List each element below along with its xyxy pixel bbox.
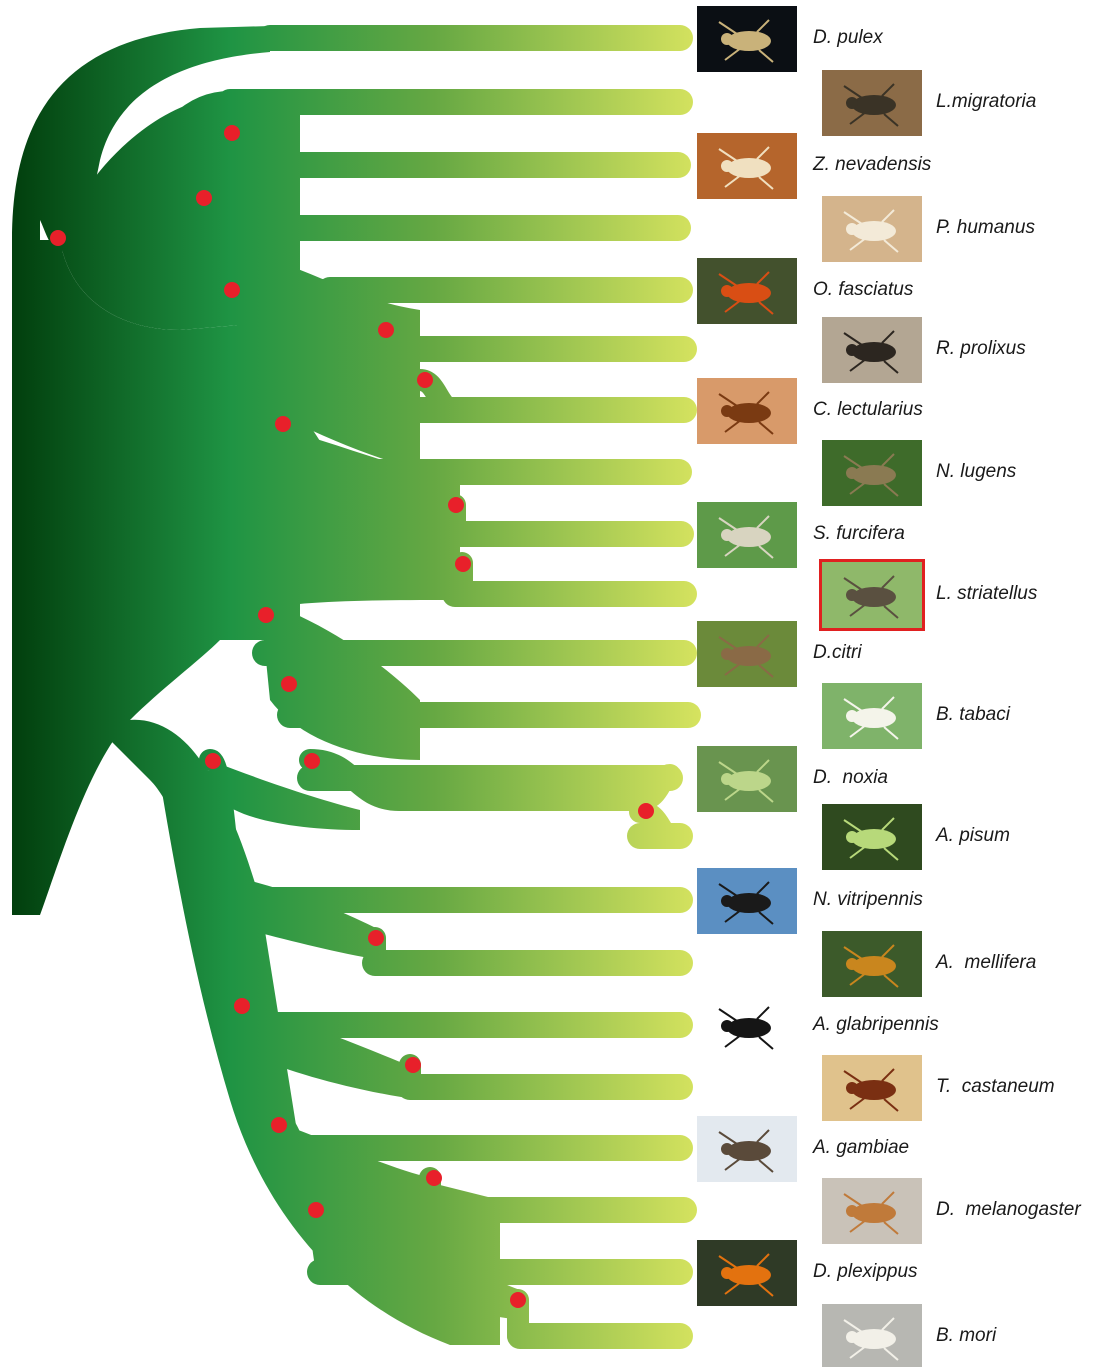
milkweed-bug-icon [697, 258, 797, 324]
species-label: O. fasciatus [813, 280, 913, 299]
node-dot-2 [224, 125, 240, 141]
branch-connector-19 [315, 1210, 330, 1272]
node-dot-13 [205, 753, 221, 769]
longhorn-beetle-icon [697, 993, 797, 1059]
species-label: D. plexippus [813, 1262, 918, 1281]
species-label: R. prolixus [936, 339, 1026, 358]
planthopper-icon [822, 440, 922, 506]
kissing-bug-icon [822, 317, 922, 383]
node-dot-10 [258, 607, 274, 623]
species-label: B. tabaci [936, 705, 1010, 724]
node-dot-1 [50, 230, 66, 246]
species-label: T. castaneum [936, 1077, 1055, 1096]
species-label: A. gambiae [813, 1138, 909, 1157]
node-dot-8 [448, 497, 464, 513]
honeybee-icon [822, 931, 922, 997]
species-label: Z. nevadensis [813, 155, 931, 174]
wasp-icon [697, 868, 797, 934]
aphid-icon [697, 746, 797, 812]
species-label: D. melanogaster [936, 1200, 1081, 1219]
node-dot-21 [510, 1292, 526, 1308]
node-dot-5 [378, 322, 394, 338]
whitefly-icon [822, 683, 922, 749]
species-label: A. mellifera [936, 953, 1036, 972]
node-dot-7 [275, 416, 291, 432]
planthopper-icon [822, 562, 922, 628]
species-label: C. lectularius [813, 400, 923, 419]
species-label: B. mori [936, 1326, 996, 1345]
species-label: P. humanus [936, 218, 1035, 237]
species-label: N. vitripennis [813, 890, 923, 909]
node-dot-4 [224, 282, 240, 298]
node-dot-9 [455, 556, 471, 572]
aphid-icon [822, 804, 922, 870]
node-dot-18 [271, 1117, 287, 1133]
node-dot-6 [417, 372, 433, 388]
node-dot-17 [405, 1057, 421, 1073]
flour-beetle-icon [822, 1055, 922, 1121]
species-label: L. striatellus [936, 584, 1037, 603]
fruit-fly-icon [822, 1178, 922, 1244]
node-dot-3 [196, 190, 212, 206]
planthopper-icon [697, 502, 797, 568]
species-label: A. glabripennis [813, 1015, 939, 1034]
species-label: D.citri [813, 643, 862, 662]
species-label: N. lugens [936, 462, 1016, 481]
node-dot-19 [426, 1170, 442, 1186]
louse-icon [822, 196, 922, 262]
psyllid-icon [697, 621, 797, 687]
butterfly-icon [697, 1240, 797, 1306]
node-dot-20 [308, 1202, 324, 1218]
tree-branches [12, 26, 688, 1345]
species-label: A. pisum [936, 826, 1010, 845]
node-dot-11 [281, 676, 297, 692]
node-dot-12 [304, 753, 320, 769]
termite-icon [697, 133, 797, 199]
species-label: D. pulex [813, 28, 883, 47]
mosquito-icon [697, 1116, 797, 1182]
bed-bug-icon [697, 378, 797, 444]
water-flea-icon [697, 6, 797, 72]
silkmoth-icon [822, 1304, 922, 1367]
species-label: S. furcifera [813, 524, 905, 543]
species-label: D. noxia [813, 768, 888, 787]
node-dot-15 [368, 930, 384, 946]
node-dot-16 [234, 998, 250, 1014]
species-label: L.migratoria [936, 92, 1036, 111]
locust-icon [822, 70, 922, 136]
node-dot-14 [638, 803, 654, 819]
